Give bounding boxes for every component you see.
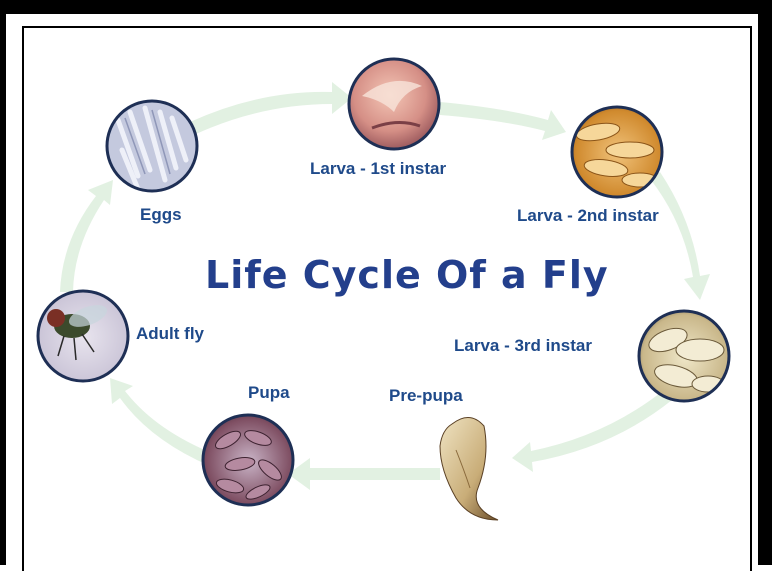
label-eggs: Eggs <box>140 205 182 225</box>
label-larva-3rd-instar: Larva - 3rd instar <box>454 336 592 356</box>
label-pupa: Pupa <box>248 383 290 403</box>
label-pre-pupa: Pre-pupa <box>389 386 463 406</box>
larva-1st-instar-photo <box>345 55 445 155</box>
eggs-photo <box>100 96 204 200</box>
label-adult-fly: Adult fly <box>136 324 204 344</box>
label-larva-2nd-instar: Larva - 2nd instar <box>517 206 659 226</box>
larva-2nd-instar-photo <box>568 103 668 203</box>
larva-3rd-instar-photo <box>635 307 735 407</box>
diagram-title: Life Cycle Of a Fly <box>205 253 609 297</box>
label-larva-1st-instar: Larva - 1st instar <box>310 159 446 179</box>
adult-fly-photo <box>34 287 134 387</box>
pupa-photo <box>199 411 299 511</box>
pre-pupa-photo <box>440 417 498 520</box>
